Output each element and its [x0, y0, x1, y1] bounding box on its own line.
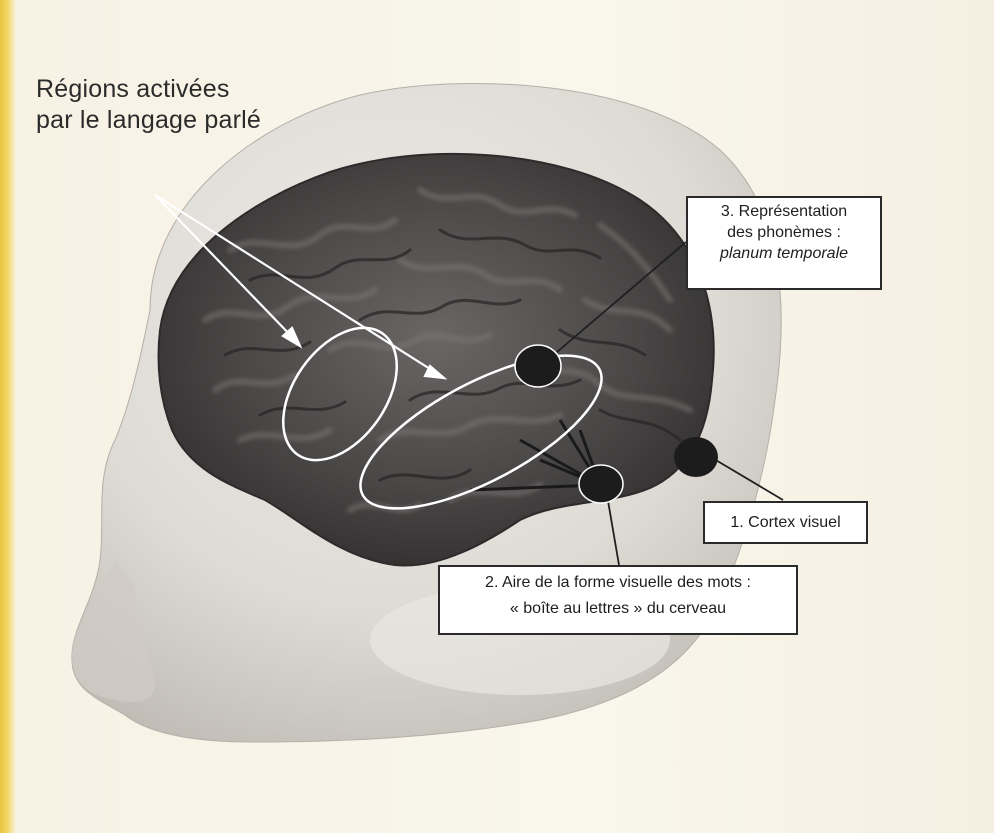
label-word-form-line-2: « boîte au lettres » du cerveau [446, 596, 790, 622]
label-phonemes-line-2: des phonèmes : [694, 222, 874, 243]
marker-visual-cortex [674, 437, 718, 477]
label-phonemes-line-3: planum temporale [694, 243, 874, 264]
label-phonemes-line-1: 3. Représentation [694, 201, 874, 222]
label-visual-cortex-line-1: 1. Cortex visuel [711, 506, 860, 539]
caption: Régions activées par le langage parlé [36, 74, 261, 136]
caption-line-2: par le langage parlé [36, 105, 261, 136]
label-phonemes: 3. Représentation des phonèmes : planum … [686, 196, 882, 290]
marker-word-form [579, 465, 623, 503]
label-word-form: 2. Aire de la forme visuelle des mots : … [438, 565, 798, 635]
label-word-form-line-1: 2. Aire de la forme visuelle des mots : [446, 570, 790, 596]
marker-phonemes [515, 345, 561, 387]
caption-line-1: Régions activées [36, 74, 261, 105]
label-visual-cortex: 1. Cortex visuel [703, 501, 868, 544]
